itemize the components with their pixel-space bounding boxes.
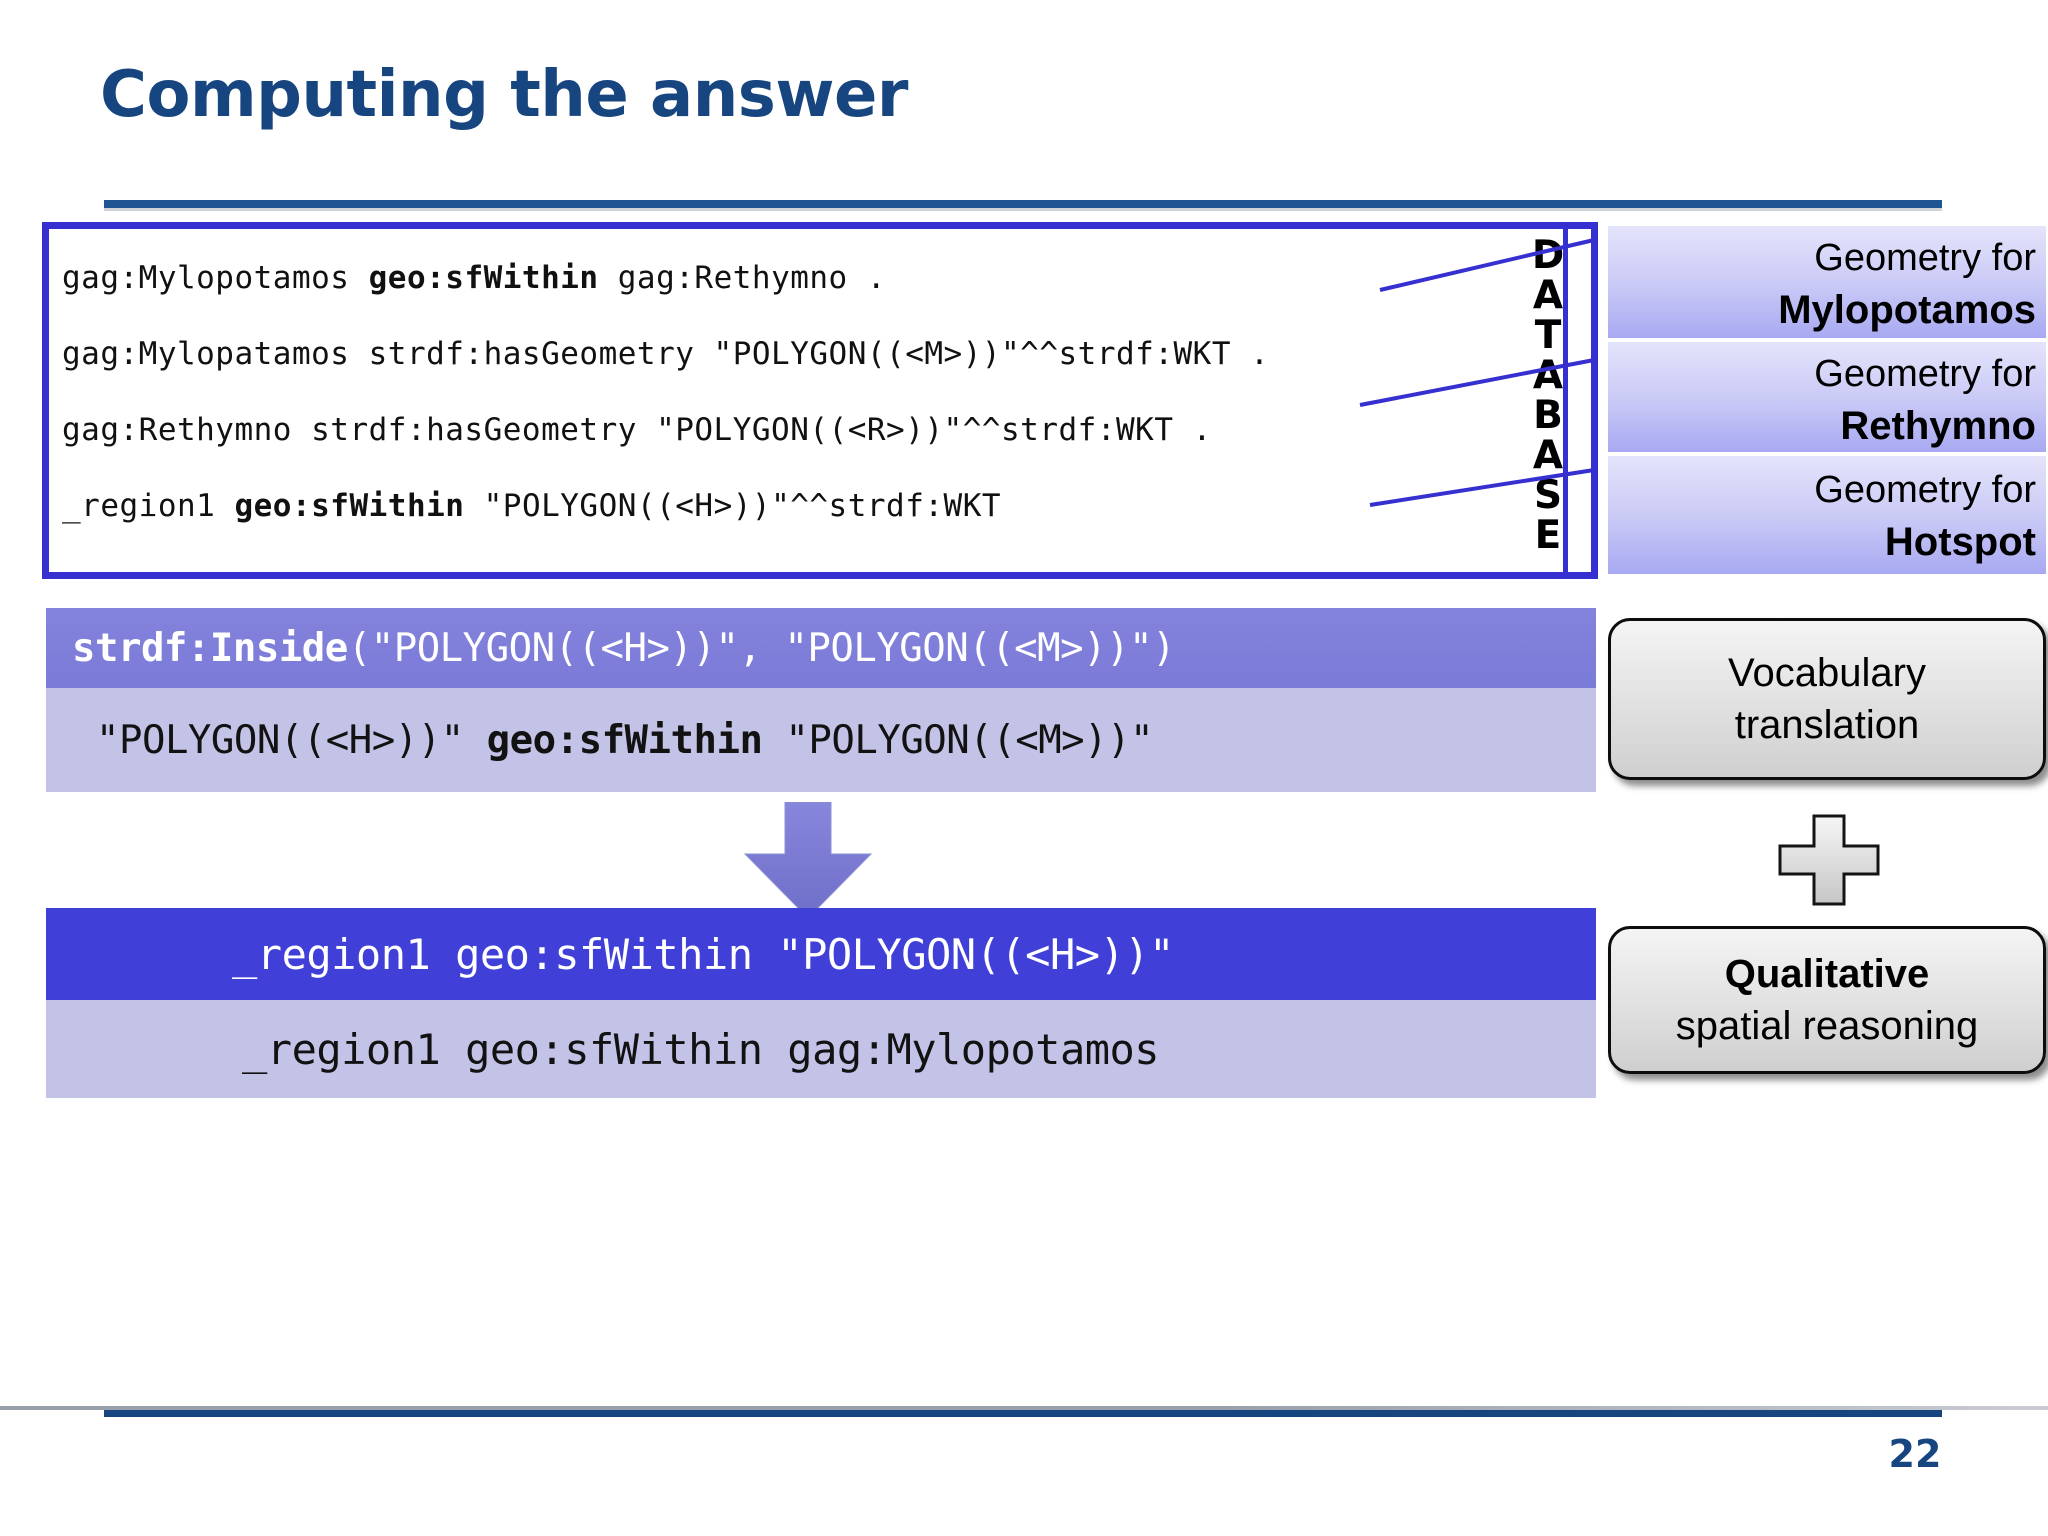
geometry-box-prefix: Geometry for [1814,353,2036,395]
geometry-box-rethymno: Geometry for Rethymno [1608,342,2046,452]
page-number: 22 [1888,1432,1942,1476]
qualitative-spatial-reasoning-box: Qualitative spatial reasoning [1608,926,2046,1074]
down-arrow-icon [743,802,873,919]
code-line-pre: gag:Mylopotamos [62,260,369,296]
geometry-box-prefix: Geometry for [1814,237,2036,279]
title-divider-shadow [104,208,1942,211]
code-line-post: gag:Rethymno . [598,260,887,296]
geo-sfwithin-pre: "POLYGON((<H>))" [96,717,487,763]
code-line: gag:Mylopotamos geo:sfWithin gag:Rethymn… [62,240,1482,316]
title-divider [104,200,1942,208]
plus-icon [1778,814,1880,906]
code-line-pre: gag:Mylopatamos strdf:hasGeometry "POLYG… [62,336,1270,372]
geometry-box-name: Hotspot [1884,520,2036,564]
footer-divider-grey [0,1406,2048,1410]
code-line: gag:Rethymno strdf:hasGeometry "POLYGON(… [62,392,1482,468]
vocabulary-translation-line2: translation [1734,703,1920,747]
database-label-letter: D [1531,233,1565,278]
qualitative-line1: Qualitative [1724,952,1930,996]
geometry-box-name: Mylopotamos [1778,288,2036,332]
result-row-answer: _region1 geo:sfWithin gag:Mylopotamos [46,1000,1596,1098]
strdf-inside-args: ("POLYGON((<H>))", "POLYGON((<M>))") [347,625,1176,671]
strdf-inside-keyword: strdf:Inside [72,625,348,671]
database-panel [42,222,1598,579]
qualitative-line2: spatial reasoning [1675,1004,1979,1048]
result-row-answer-text: _region1 geo:sfWithin gag:Mylopotamos [242,1024,1160,1074]
code-line-post: "POLYGON((<H>))"^^strdf:WKT [464,488,1002,524]
page-title: Computing the answer [100,58,908,132]
strdf-inside-row: strdf:Inside("POLYGON((<H>))", "POLYGON(… [46,608,1596,688]
geometry-box-mylopotamos: Geometry for Mylopotamos [1608,226,2046,338]
footer-divider-blue [104,1410,1942,1417]
vocabulary-translation-line1: Vocabulary [1728,651,1926,695]
geo-sfwithin-text: "POLYGON((<H>))" geo:sfWithin "POLYGON((… [46,717,1154,763]
strdf-inside-text: strdf:Inside("POLYGON((<H>))", "POLYGON(… [46,625,1176,671]
geometry-box-hotspot: Geometry for Hotspot [1608,456,2046,574]
vocabulary-translation-box: Vocabulary translation [1608,618,2046,780]
code-line-pre: gag:Rethymno strdf:hasGeometry "POLYGON(… [62,412,1212,448]
code-line-keyword: geo:sfWithin [234,488,465,524]
geo-sfwithin-post: "POLYGON((<M>))" [762,717,1154,763]
geometry-box-prefix: Geometry for [1814,469,2036,511]
database-label-letter: A [1532,273,1564,318]
result-row-geometry-text: _region1 geo:sfWithin "POLYGON((<H>))" [232,929,1174,979]
code-line: gag:Mylopatamos strdf:hasGeometry "POLYG… [62,316,1482,392]
geo-sfwithin-keyword: geo:sfWithin [486,717,763,763]
code-line-pre: _region1 [62,488,235,524]
code-line: _region1 geo:sfWithin "POLYGON((<H>))"^^… [62,468,1482,544]
database-label-letter: A [1532,433,1564,478]
result-row-geometry: _region1 geo:sfWithin "POLYGON((<H>))" [46,908,1596,1000]
geo-sfwithin-row: "POLYGON((<H>))" geo:sfWithin "POLYGON((… [46,688,1596,792]
database-label-letter: T [1534,313,1562,358]
database-label-letter: A [1532,353,1564,398]
geometry-box-name: Rethymno [1840,404,2036,448]
database-label-letter: E [1534,513,1562,558]
database-label-letter: B [1533,393,1563,438]
database-vertical-label: D A T A B A S E [1522,236,1574,556]
database-label-letter: S [1533,473,1563,518]
code-line-keyword: geo:sfWithin [368,260,599,296]
database-code-block: gag:Mylopotamos geo:sfWithin gag:Rethymn… [62,240,1482,544]
